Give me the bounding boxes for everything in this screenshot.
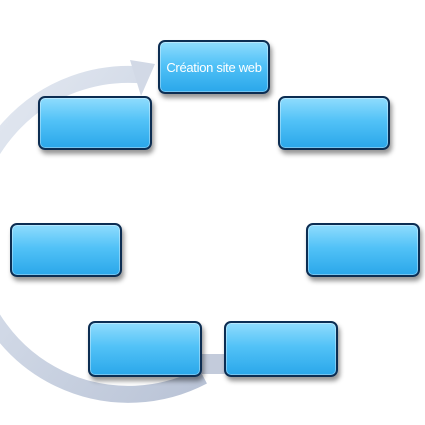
cycle-node-6 xyxy=(10,223,122,277)
cycle-ring-gap-block xyxy=(201,354,225,374)
cycle-node-2 xyxy=(278,96,390,150)
cycle-node-7 xyxy=(38,96,152,150)
cycle-node-4 xyxy=(224,321,338,377)
cycle-node-1: Création site web xyxy=(158,40,270,94)
cycle-ring-arrowhead xyxy=(130,60,155,96)
cycle-node-3 xyxy=(306,223,420,277)
cycle-node-1-label: Création site web xyxy=(166,59,262,75)
cycle-ring-arc xyxy=(0,65,207,403)
cycle-node-5 xyxy=(88,321,202,377)
